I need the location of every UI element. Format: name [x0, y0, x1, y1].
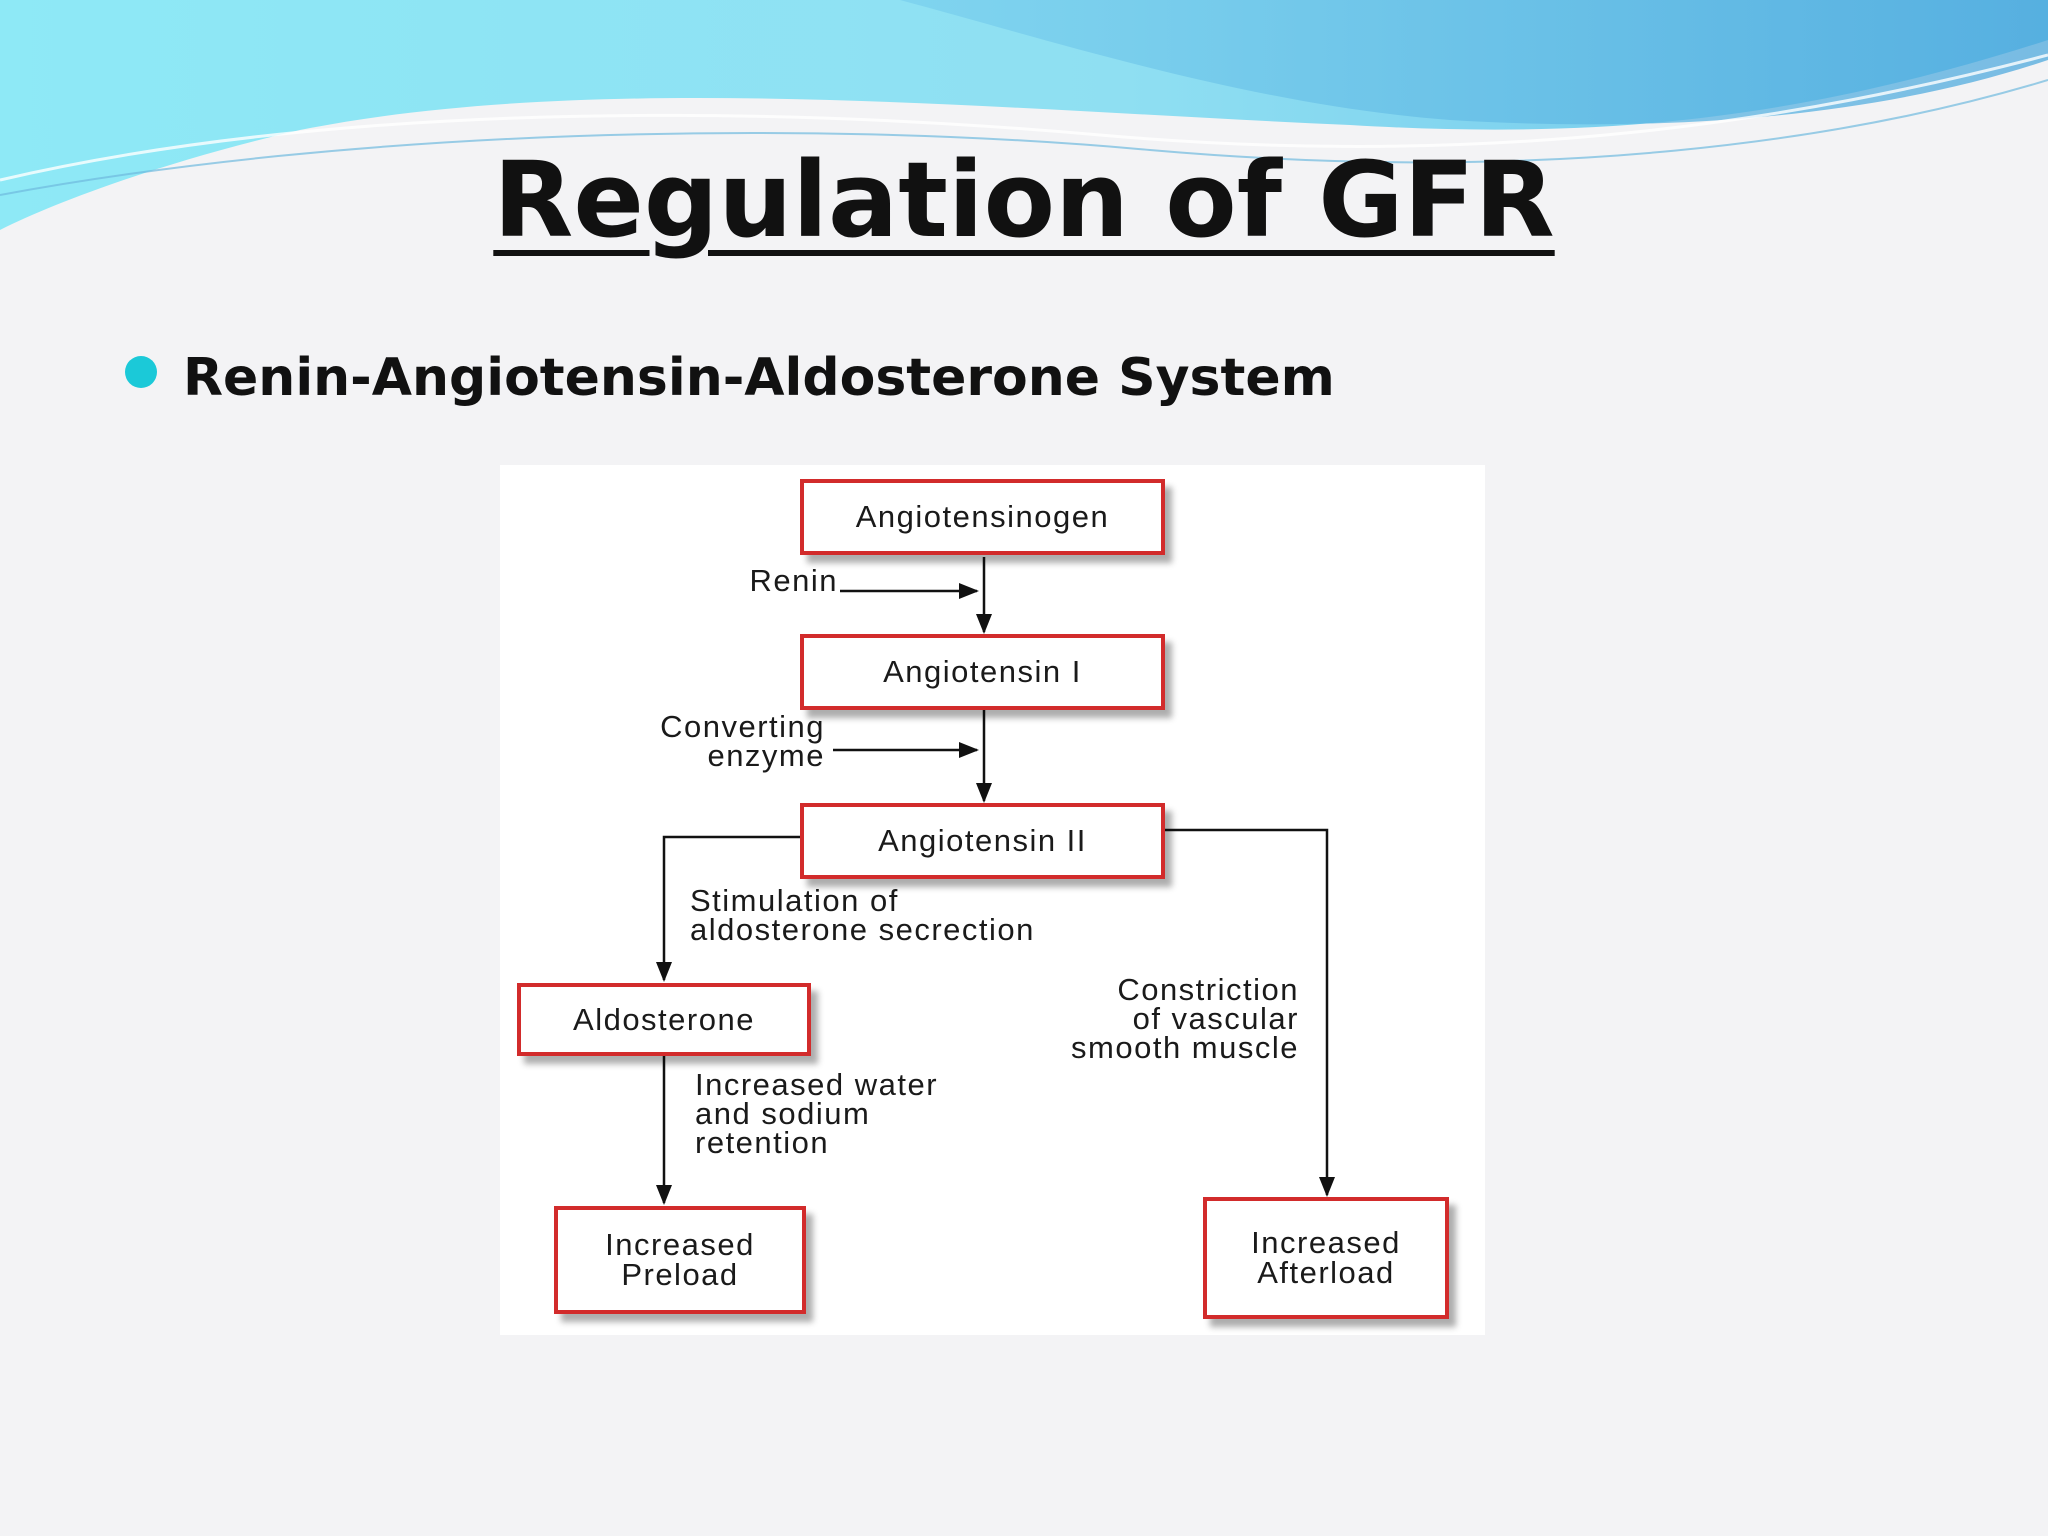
node-increased-preload: Increased Preload	[554, 1206, 806, 1314]
node-increased-afterload: Increased Afterload	[1203, 1197, 1449, 1319]
label-converting-enzyme: Converting enzyme	[660, 709, 825, 773]
label-renin: Renin	[749, 563, 838, 598]
label-water-sodium-retention: Increased water and sodium retention	[695, 1067, 939, 1160]
arrow-angiotensin-2-to-afterload	[1163, 828, 1335, 1197]
node-angiotensin-2: Angiotensin II	[800, 803, 1165, 879]
header-wave-decoration	[0, 0, 2048, 230]
bullet-dot-icon	[125, 356, 157, 388]
node-angiotensin-1: Angiotensin I	[800, 634, 1165, 710]
connector-lines	[656, 557, 1335, 1205]
arrow-angiotensin-2-to-aldosterone	[656, 835, 801, 982]
raas-flow-diagram: Angiotensinogen Angiotensin I Angiotensi…	[500, 465, 1485, 1335]
bullet-text: Renin-Angiotensin-Aldosterone System	[183, 348, 1335, 408]
label-stimulation-aldosterone: Stimulation of aldosterone secrection	[690, 883, 1035, 947]
node-angiotensinogen: Angiotensinogen	[800, 479, 1165, 555]
label-vascular-constriction: Constriction of vascular smooth muscle	[1071, 972, 1299, 1065]
node-aldosterone: Aldosterone	[517, 983, 811, 1056]
slide-title: Regulation of GFR	[493, 139, 1555, 261]
